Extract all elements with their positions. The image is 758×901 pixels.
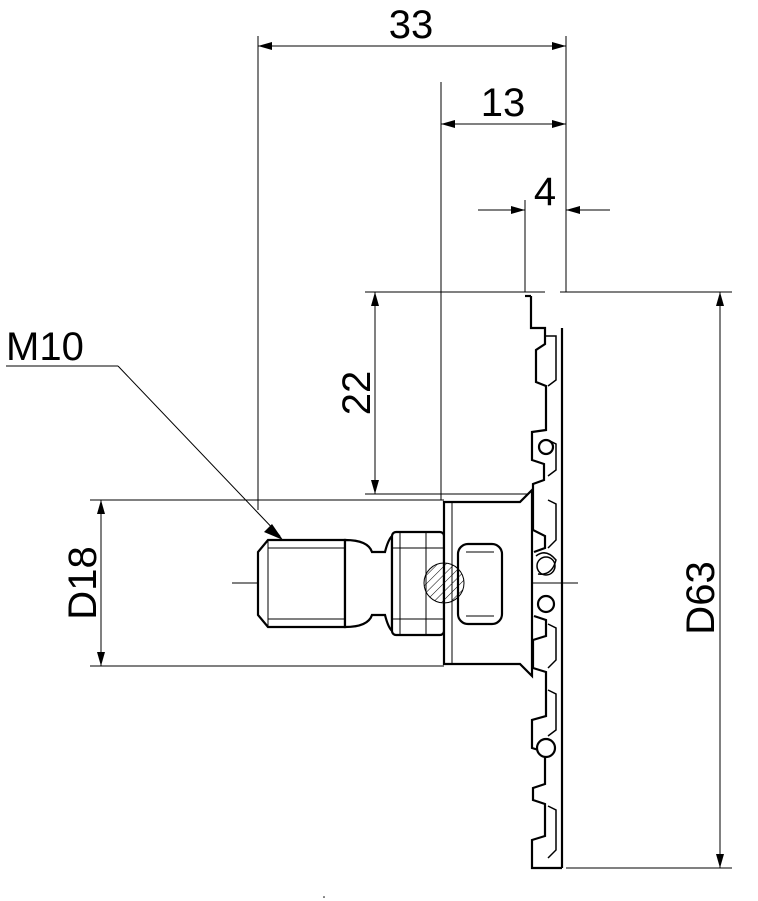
cutting-depth-label: 22 xyxy=(335,371,379,416)
overall-length-label: 33 xyxy=(389,3,434,47)
dimension-cutter-width: 4 xyxy=(478,170,610,292)
dimension-shank-diameter: D18 xyxy=(61,499,444,667)
dimension-flange-length: 13 xyxy=(440,81,566,500)
flange-length-label: 13 xyxy=(481,81,526,125)
cutter-blade xyxy=(525,294,564,870)
thread-callout: M10 xyxy=(6,325,283,540)
flange-body xyxy=(423,487,534,679)
shank xyxy=(256,530,446,637)
shank-diameter-label: D18 xyxy=(61,546,105,619)
stray-dot xyxy=(323,896,325,898)
cutter-diameter-label: D63 xyxy=(679,561,723,634)
dimension-overall-length: 33 xyxy=(257,3,567,510)
cutter-width-label: 4 xyxy=(534,170,556,214)
dimension-cutting-depth: 22 xyxy=(335,291,732,495)
dimension-cutter-diameter: D63 xyxy=(566,292,732,869)
thread-label: M10 xyxy=(6,325,84,369)
